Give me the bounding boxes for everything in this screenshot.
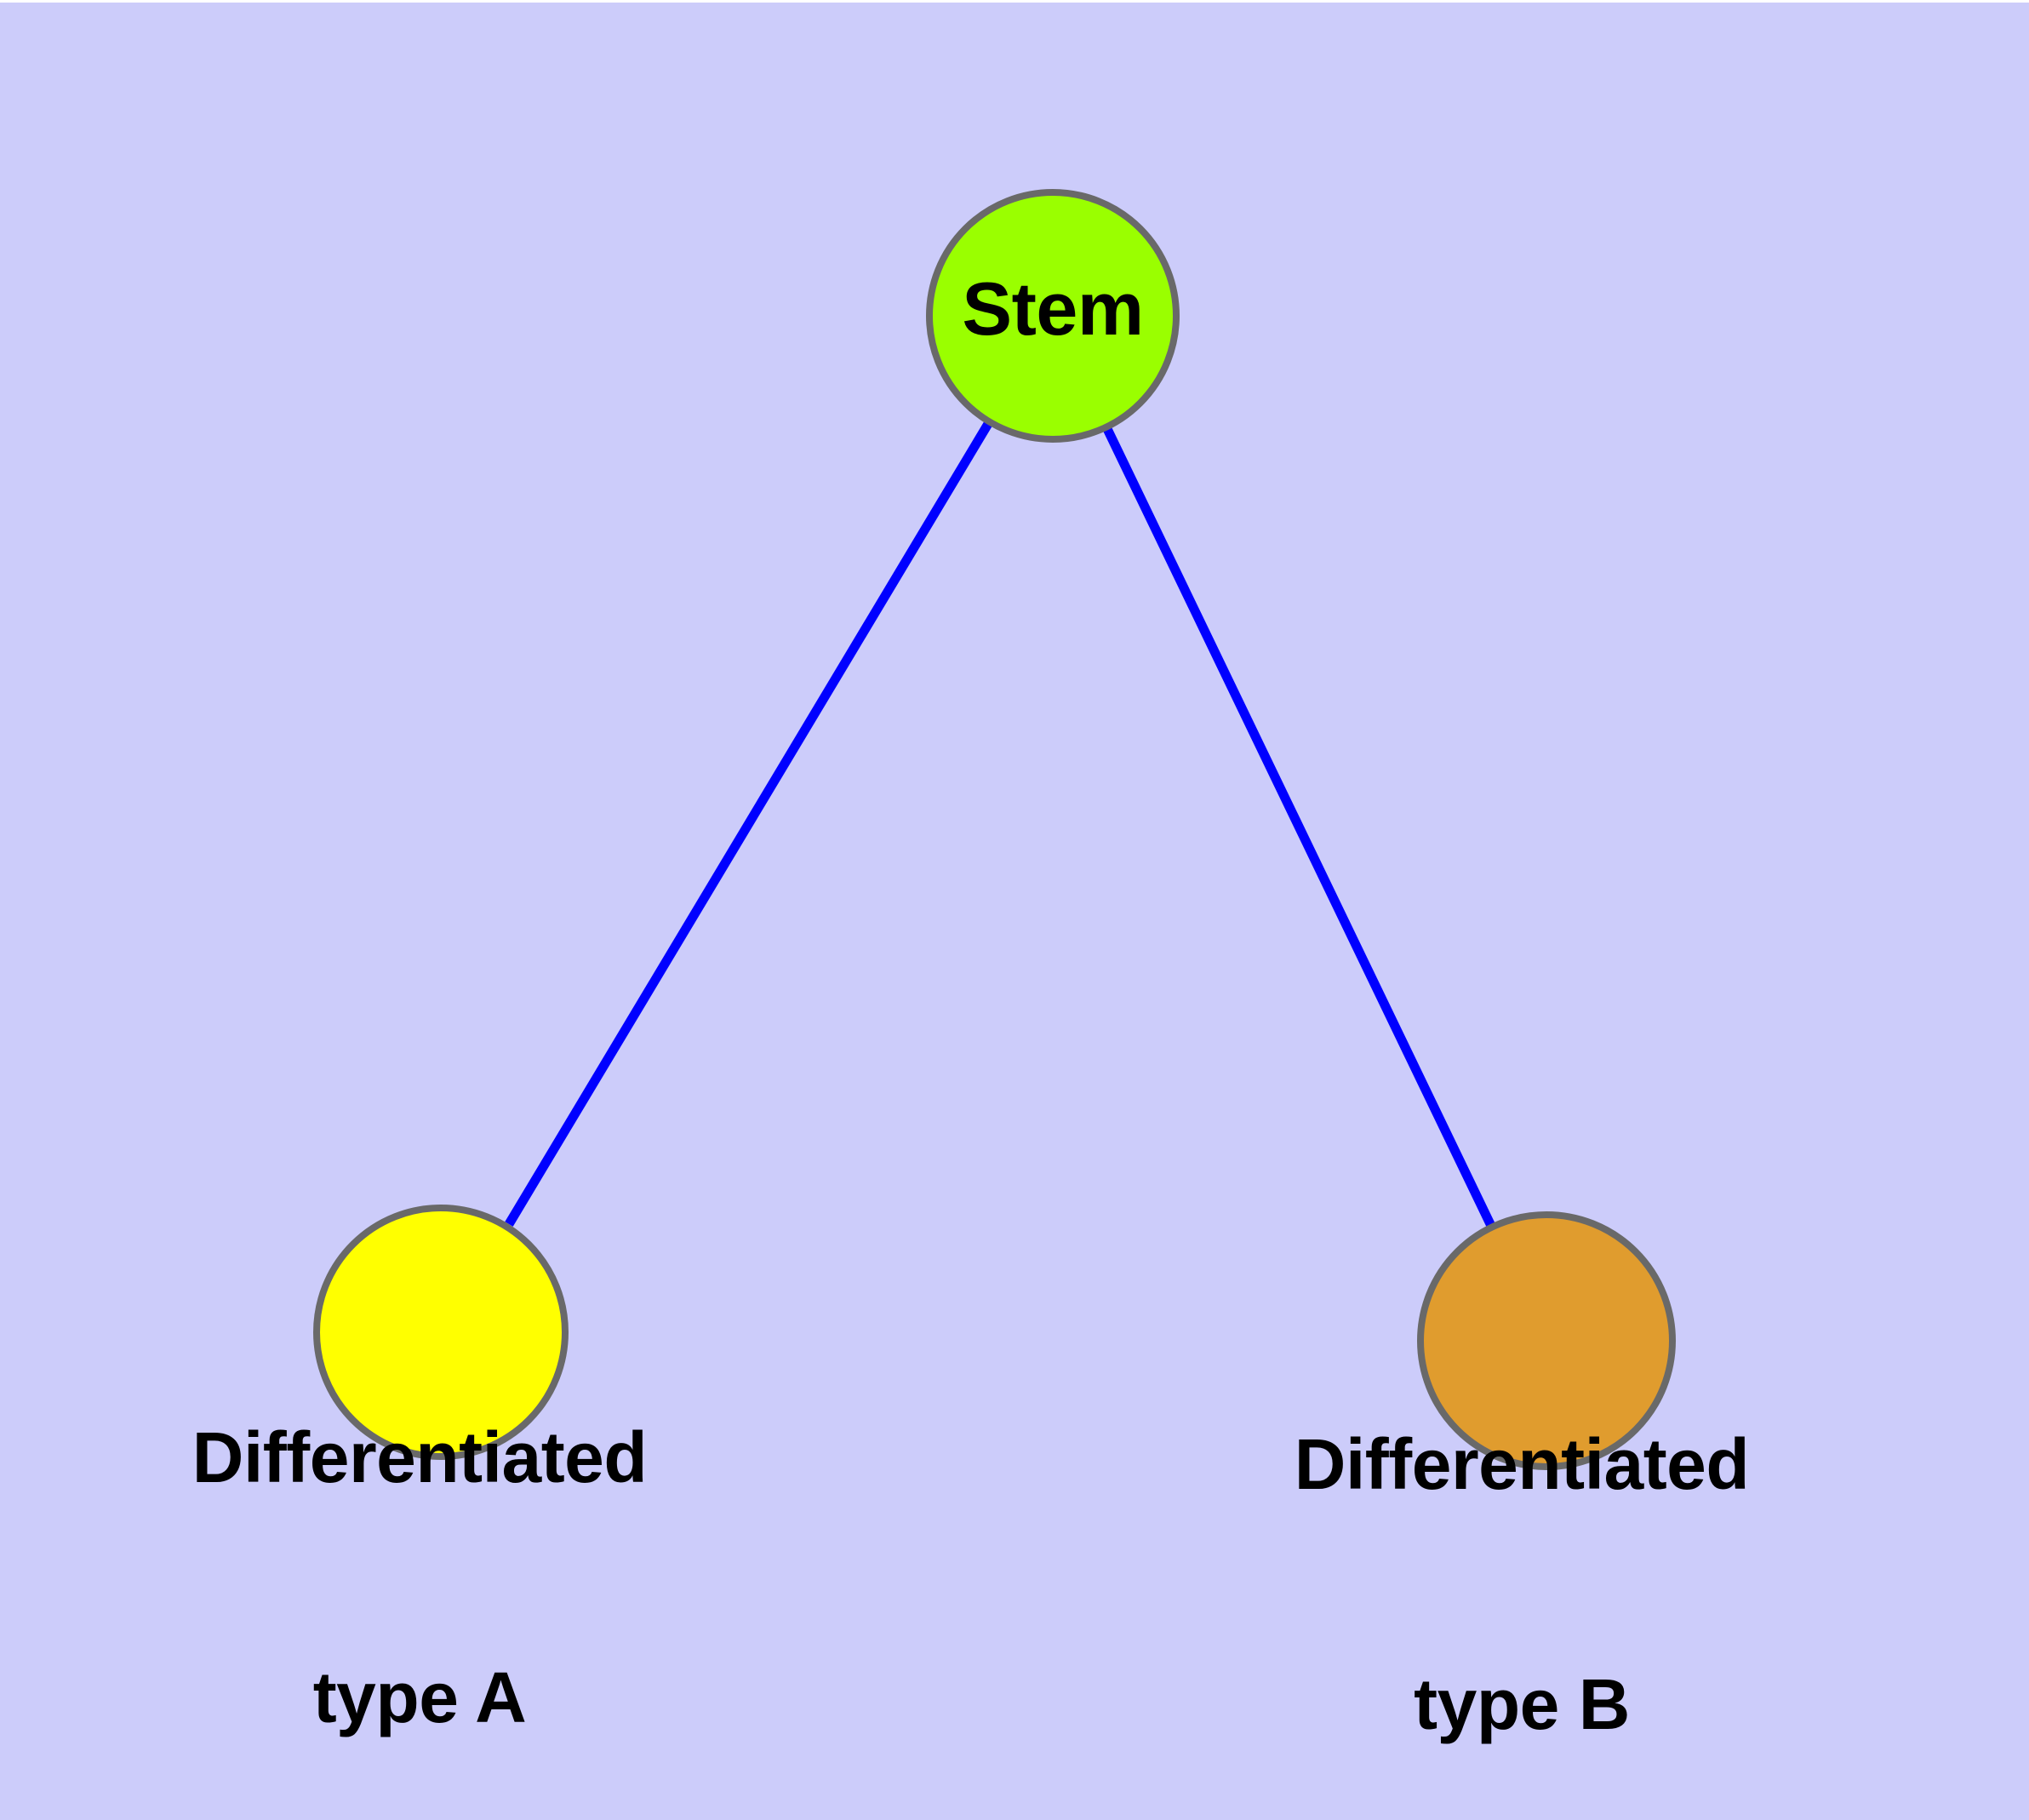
edge-layer [505, 313, 1495, 1228]
edge-stem-to-differentiated-type-b [1049, 313, 1495, 1228]
node-label-line-1: Differentiated [1294, 1424, 1750, 1505]
node-differentiated-type-a[interactable] [313, 1205, 569, 1460]
node-label-line-2: type B [1414, 1664, 1630, 1745]
edge-stem-to-differentiated-type-a [505, 313, 1057, 1227]
node-stem[interactable] [926, 189, 1180, 443]
node-label-differentiated-type-a: Differentiated type A [164, 1257, 675, 1820]
node-label-line-2: type A [312, 1657, 527, 1738]
node-label-stem: Stem [962, 266, 1144, 351]
node-label-differentiated-type-b: Differentiated type B [1266, 1264, 1777, 1820]
node-differentiated-type-b[interactable] [1417, 1211, 1676, 1470]
node-layer [313, 189, 1676, 1470]
node-label-line-1: Differentiated [191, 1417, 648, 1498]
